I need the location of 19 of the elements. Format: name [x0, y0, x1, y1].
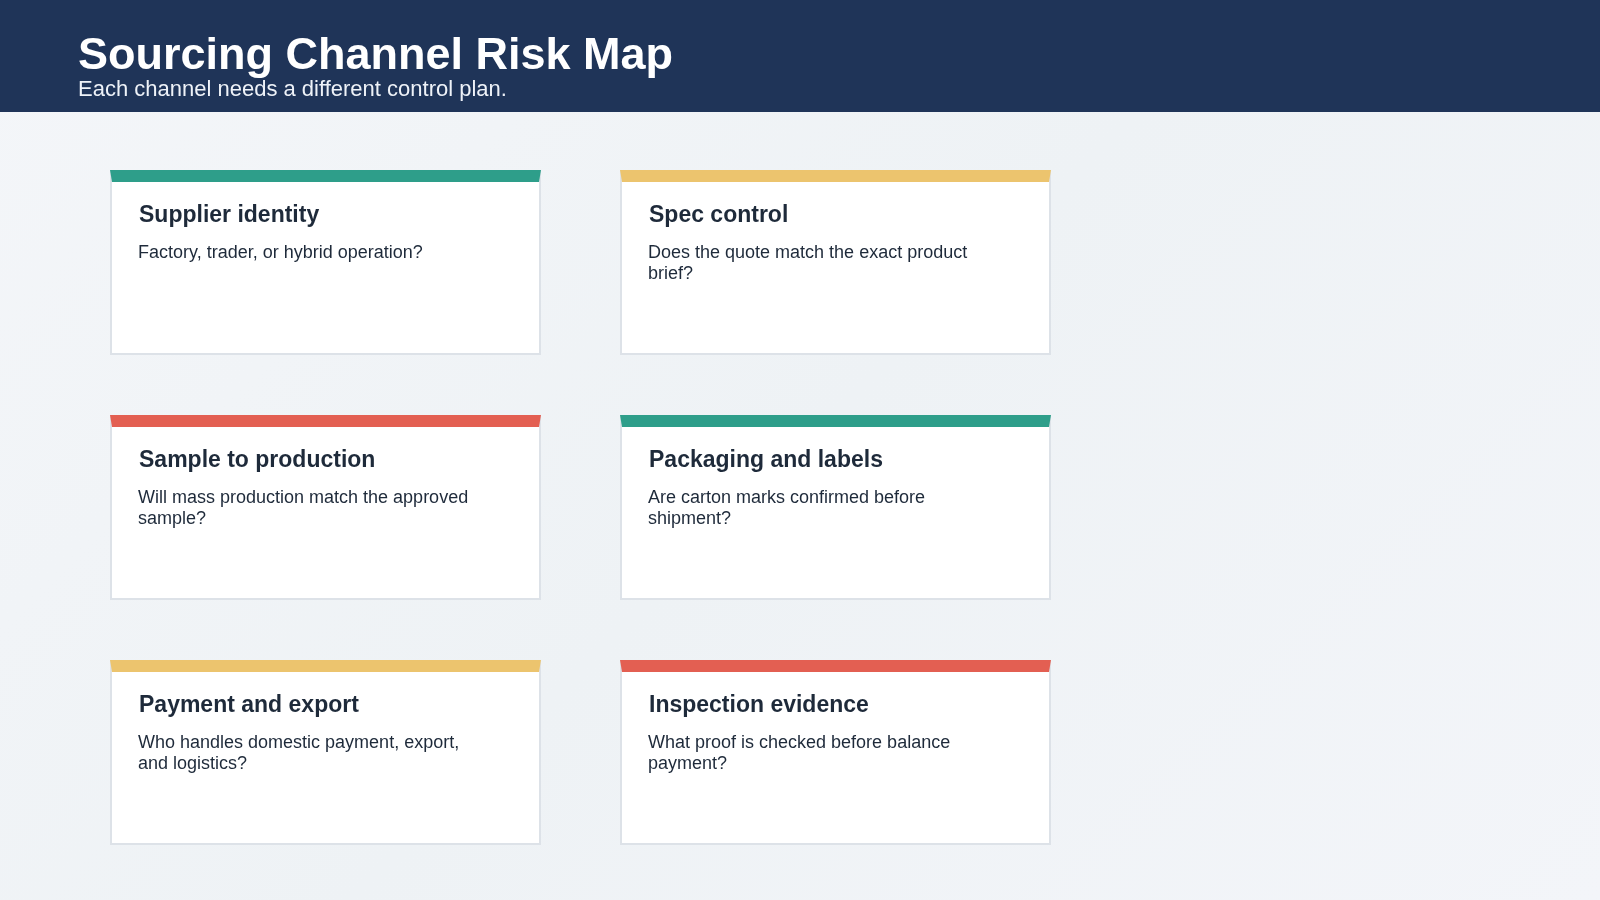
- card-heading: Sample to production: [139, 445, 376, 473]
- card: [110, 660, 541, 845]
- card-heading: Payment and export: [139, 690, 359, 718]
- card-question: Does the quote match the exact product brief?: [648, 242, 969, 284]
- card: [110, 415, 541, 600]
- card-question: Are carton marks confirmed before shipment?: [648, 487, 927, 529]
- card: [620, 660, 1051, 845]
- card: [110, 170, 541, 355]
- card-heading: Spec control: [649, 200, 789, 228]
- card: [620, 170, 1051, 355]
- card-heading: Packaging and labels: [649, 445, 883, 473]
- card-heading: Inspection evidence: [649, 690, 869, 718]
- card-question: Factory, trader, or hybrid operation?: [138, 242, 424, 263]
- card: [620, 415, 1051, 600]
- title: Sourcing Channel Risk Map: [78, 28, 674, 80]
- card-question: What proof is checked before balance payment?: [648, 732, 952, 774]
- card-question: Who handles domestic payment, export, and logistics?: [138, 732, 461, 774]
- card-heading: Supplier identity: [139, 200, 320, 228]
- card-question: Will mass production match the approved sample?: [138, 487, 470, 529]
